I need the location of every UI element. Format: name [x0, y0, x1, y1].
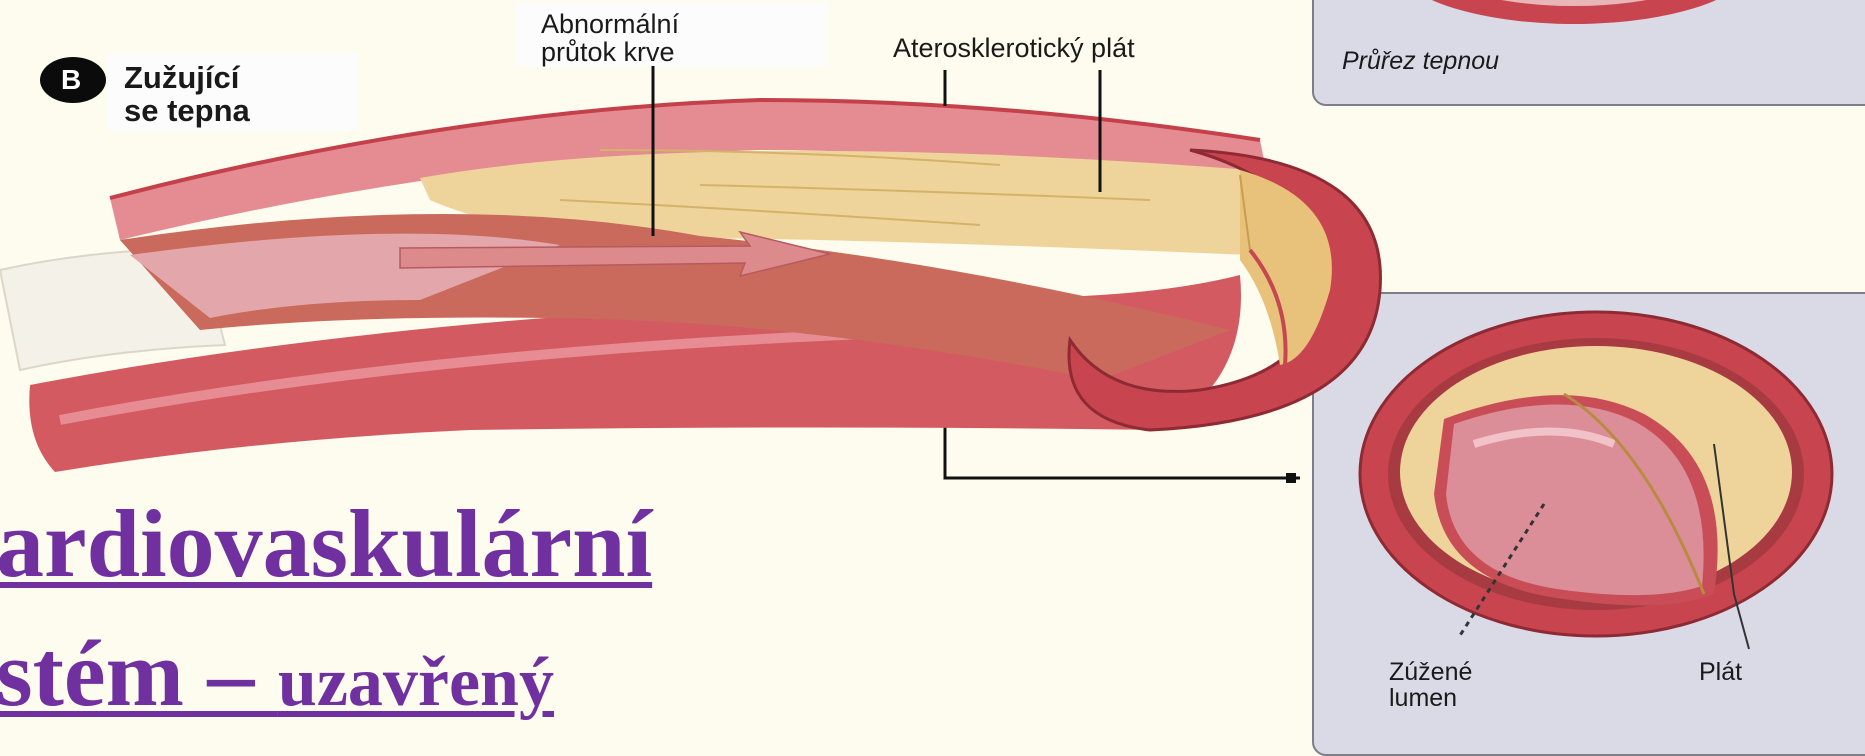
atherosclerotic-plaque-label: Aterosklerotický plát: [893, 34, 1135, 62]
heading-line-1: ardiovaskulární: [0, 488, 652, 599]
panel-title-line1: Zužující: [124, 62, 250, 95]
abnormal-flow-label-line2: průtok krve: [541, 38, 679, 66]
heading-line-2-main: stém –: [0, 622, 278, 726]
panel-title: Zužující se tepna: [124, 62, 250, 127]
panel-title-line2: se tepna: [124, 95, 250, 128]
heading-line-2: stém – uzavřený: [0, 620, 554, 728]
panel-marker: B: [61, 65, 81, 94]
abnormal-flow-label-line1: Abnormální: [541, 10, 679, 38]
heading-line-2-small: uzavřený: [278, 644, 554, 721]
abnormal-flow-label: Abnormální průtok krve: [541, 10, 679, 67]
